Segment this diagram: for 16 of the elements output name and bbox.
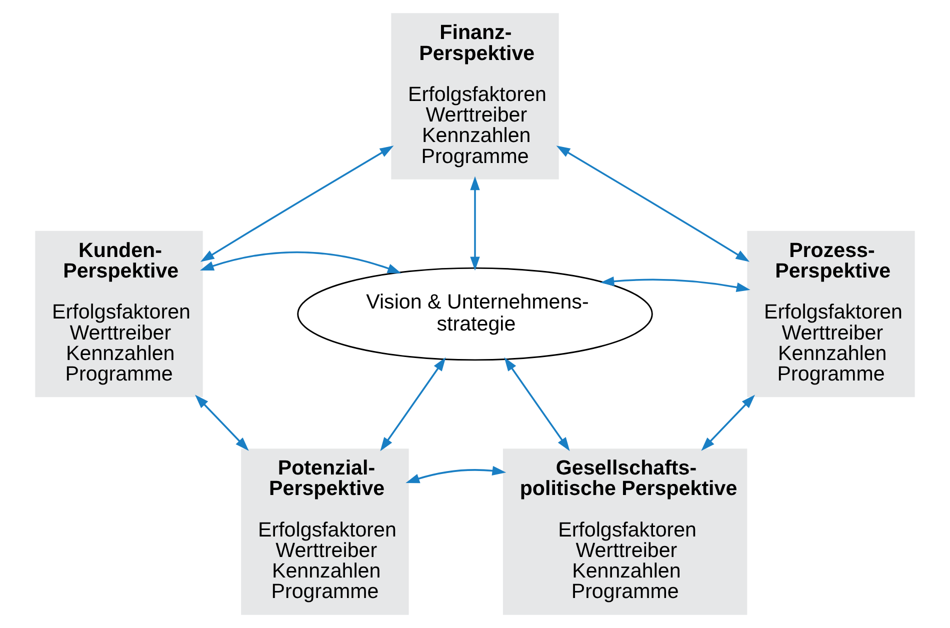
arrow: [701, 394, 755, 451]
node-box: Prozess- Perspektive Erfolgsfaktoren Werttreiber Kennzahlen Programme: [747, 230, 915, 398]
arrow: [200, 251, 402, 274]
arrow: [406, 466, 506, 484]
node-box: Finanz- Perspektive Erfolgsfaktoren Werttreiber Kennzahlen Programme: [391, 13, 559, 180]
arrow: [600, 276, 750, 292]
node-box: Gesellschafts- politische Perspektive Erfolgsfaktoren Werttreiber Kennzahlen Programme: [502, 448, 748, 615]
node-ellipse: Vision & Unternehmens- strategie: [297, 267, 653, 361]
arrow: [504, 357, 570, 452]
arrow: [195, 394, 249, 451]
arrow: [470, 176, 480, 271]
arrow: [556, 146, 750, 262]
arrow: [200, 146, 394, 262]
arrow: [380, 357, 446, 452]
node-box: Potenzial- Perspektive Erfolgsfaktoren Werttreiber Kennzahlen Programme: [241, 448, 409, 615]
node-box: Kunden- Perspektive Erfolgsfaktoren Werttreiber Kennzahlen Programme: [35, 230, 203, 398]
